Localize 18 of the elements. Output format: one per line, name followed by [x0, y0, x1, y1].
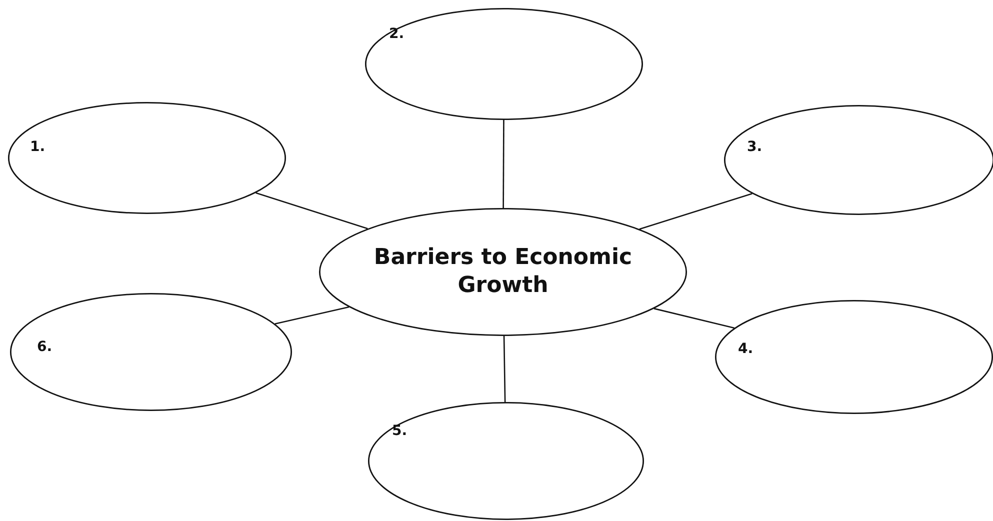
ellipse-node: [365, 8, 643, 120]
ellipse-node: [319, 208, 687, 336]
node-label: 2.: [389, 26, 404, 42]
ellipse-node: [368, 402, 644, 520]
node-label: 6.: [37, 339, 52, 355]
ellipse-node: [715, 300, 993, 414]
node-label: Barriers to Economic Growth: [372, 244, 634, 300]
node-label: 1.: [30, 139, 46, 155]
node-label: 4.: [738, 341, 754, 357]
node-label: 3.: [747, 139, 762, 155]
connector-line: [654, 308, 734, 329]
ellipse-node: [10, 293, 292, 411]
connector-line: [274, 306, 350, 324]
ellipse-node: [8, 102, 286, 214]
connector-line: [639, 193, 752, 230]
connector-line: [256, 192, 368, 230]
connector-line: [503, 336, 506, 402]
connector-line: [502, 120, 504, 208]
